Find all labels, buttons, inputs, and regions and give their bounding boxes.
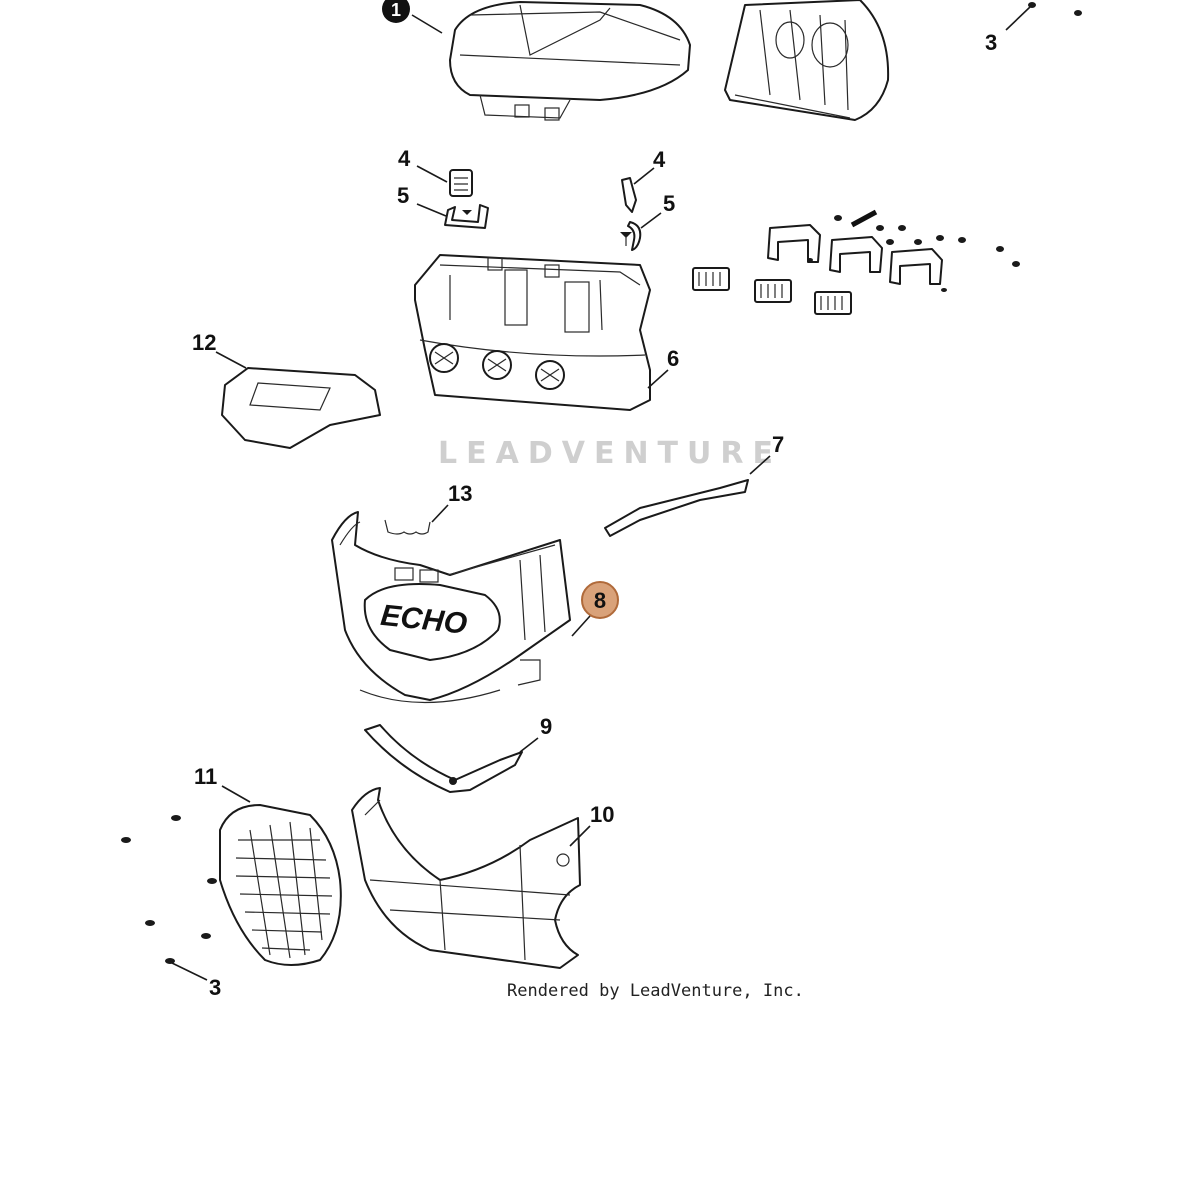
- callout-8-highlighted[interactable]: 8: [571, 581, 619, 637]
- part-1-top-cover[interactable]: [449, 1, 691, 121]
- part-10-lower-housing[interactable]: [351, 787, 581, 969]
- callout-11: 11: [194, 764, 217, 789]
- svg-text:1: 1: [391, 0, 401, 20]
- leader-6: [647, 369, 669, 389]
- render-credit: Rendered by LeadVenture, Inc.: [507, 981, 804, 1001]
- callout-6: 6: [667, 346, 679, 371]
- callout-4-left: 4: [398, 146, 411, 171]
- callout-5-left: 5: [397, 183, 409, 208]
- leader-4-right: [633, 167, 655, 185]
- screws-top-right: [1005, 2, 1082, 31]
- callout-3-bottom: 3: [209, 975, 221, 1000]
- part-7-seal-strip[interactable]: [604, 479, 749, 537]
- callout-1: 1: [382, 0, 443, 34]
- callout-3-top: 3: [985, 30, 997, 55]
- part-12-foam-pad[interactable]: [221, 367, 381, 449]
- part-6-battery-tray[interactable]: [414, 254, 651, 411]
- part-11-intake-grille[interactable]: [219, 804, 342, 966]
- leader-10: [569, 825, 591, 847]
- callout-10: 10: [590, 802, 614, 827]
- callout-7: 7: [772, 432, 784, 457]
- part-4-clip-left[interactable]: [449, 169, 473, 197]
- fan-housing[interactable]: [724, 0, 890, 121]
- battery-latches[interactable]: [767, 224, 943, 285]
- battery-terminals[interactable]: [692, 267, 852, 315]
- screws-grille: [121, 815, 217, 981]
- leader-11: [221, 785, 251, 803]
- leader-9: [519, 737, 539, 753]
- part-13-spring[interactable]: [384, 519, 431, 535]
- part-8-front-cover[interactable]: ECHO: [331, 511, 571, 704]
- leader-13: [431, 504, 449, 523]
- callout-13: 13: [448, 481, 472, 506]
- callout-9: 9: [540, 714, 552, 739]
- leader-5-left: [416, 203, 447, 217]
- part-9-trim-strip[interactable]: [364, 724, 523, 793]
- part-4-latch-right[interactable]: [621, 177, 637, 213]
- callout-4-right: 4: [653, 147, 666, 172]
- leader-5-right: [640, 212, 662, 229]
- callout-5-right: 5: [663, 191, 675, 216]
- leader-12: [215, 351, 247, 369]
- svg-text:8: 8: [594, 588, 606, 613]
- screw-set-right: [807, 209, 1020, 292]
- leader-4-left: [416, 165, 448, 183]
- watermark: LEADVENTURE: [438, 436, 782, 471]
- part-5-spring-right[interactable]: [620, 221, 642, 251]
- callout-12: 12: [192, 330, 216, 355]
- part-5-bracket-left[interactable]: [444, 204, 489, 229]
- leader-7: [749, 455, 771, 475]
